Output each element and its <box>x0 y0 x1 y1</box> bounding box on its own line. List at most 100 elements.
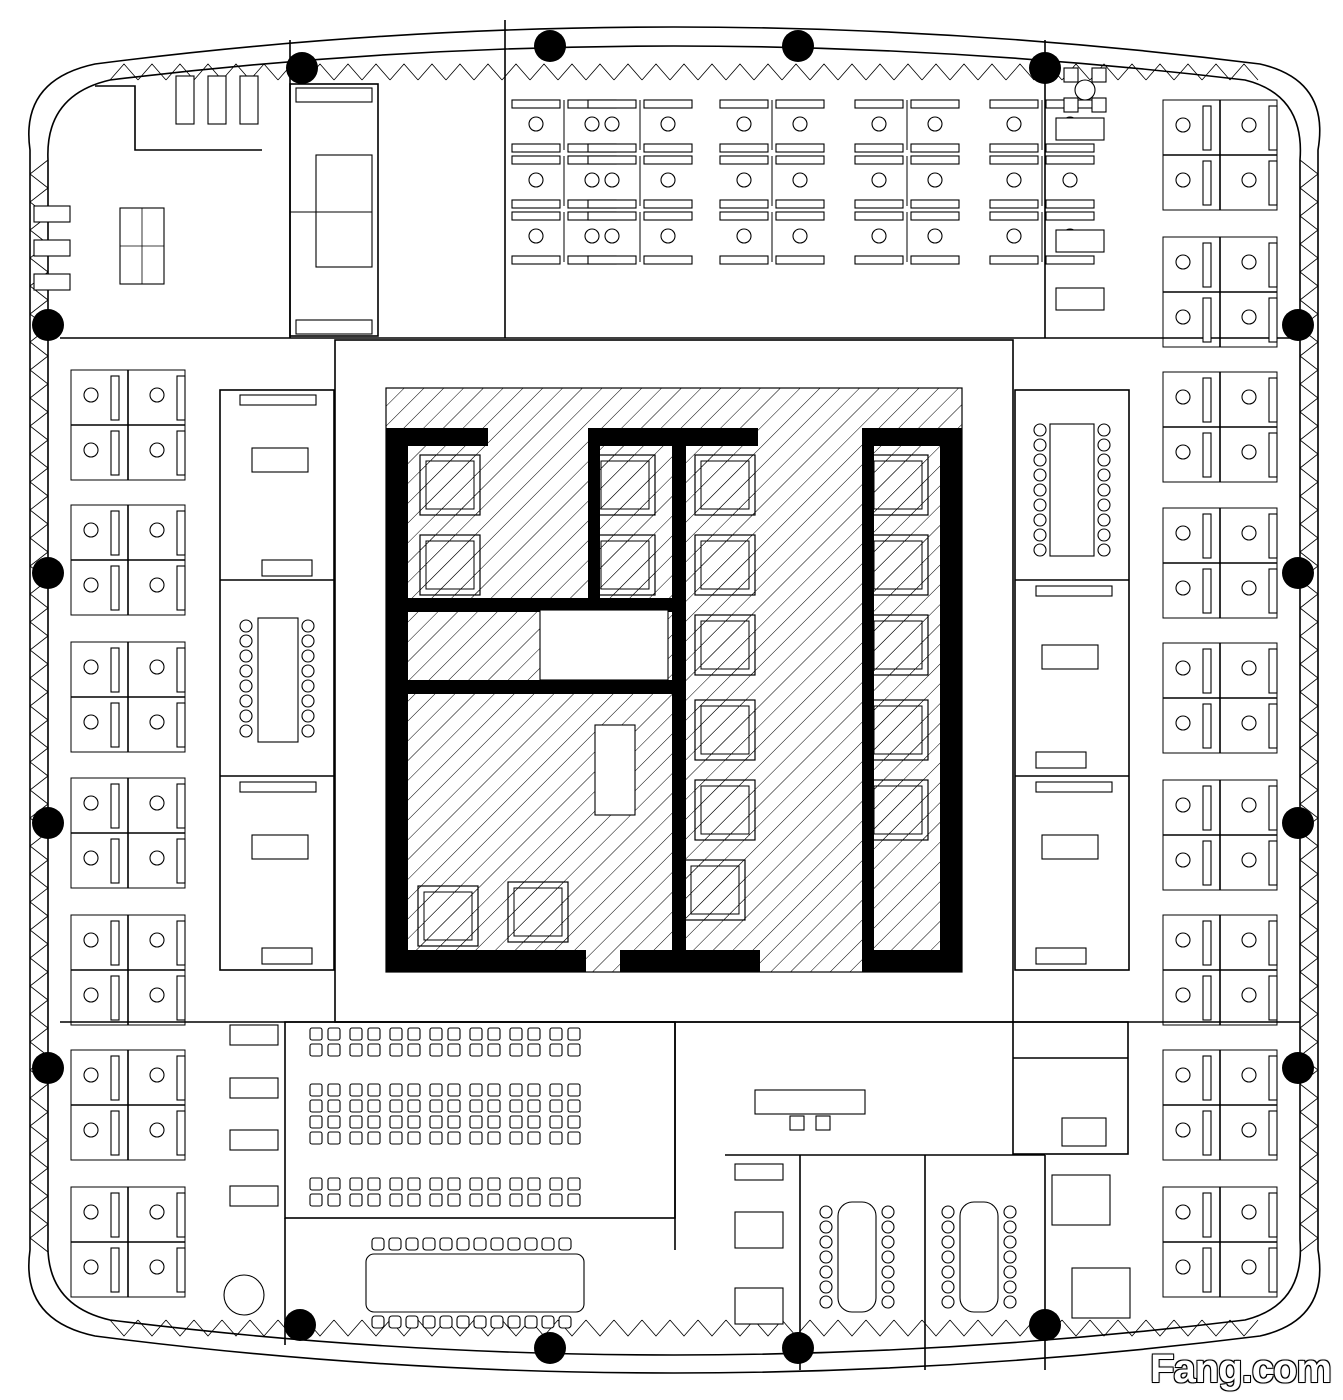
elevator <box>417 885 479 947</box>
chair <box>1033 483 1047 497</box>
chair <box>881 1265 895 1279</box>
seat <box>367 1083 381 1097</box>
chair <box>1097 438 1111 452</box>
seat <box>549 1131 563 1145</box>
seat <box>429 1131 443 1145</box>
seat <box>487 1193 501 1207</box>
elevator <box>594 534 656 596</box>
chair <box>541 1315 555 1329</box>
workstation-block <box>70 914 186 1026</box>
chair <box>1097 498 1111 512</box>
seat <box>407 1083 421 1097</box>
chair <box>941 1280 955 1294</box>
chair <box>473 1237 487 1251</box>
seat <box>367 1193 381 1207</box>
seat <box>487 1083 501 1097</box>
chair <box>456 1237 470 1251</box>
seat <box>309 1115 323 1129</box>
seat <box>349 1083 363 1097</box>
seat <box>367 1027 381 1041</box>
seat <box>567 1043 581 1057</box>
seat <box>429 1193 443 1207</box>
seat <box>509 1043 523 1057</box>
seat <box>349 1115 363 1129</box>
workstation-block <box>1162 1049 1278 1161</box>
seat <box>527 1083 541 1097</box>
seat <box>447 1177 461 1191</box>
seat <box>487 1177 501 1191</box>
chair <box>239 619 253 633</box>
seat <box>567 1027 581 1041</box>
seat <box>349 1027 363 1041</box>
seat <box>469 1099 483 1113</box>
seat <box>309 1131 323 1145</box>
chair <box>819 1250 833 1264</box>
workstation-block <box>1162 236 1278 348</box>
chair <box>1003 1265 1017 1279</box>
elevator <box>684 859 746 921</box>
seat <box>367 1099 381 1113</box>
seat <box>389 1027 403 1041</box>
seat <box>407 1099 421 1113</box>
chair <box>881 1295 895 1309</box>
workstation-block <box>70 641 186 753</box>
elevator <box>694 614 756 676</box>
elevator <box>419 534 481 596</box>
chair <box>1003 1220 1017 1234</box>
workstation-block <box>70 1186 186 1298</box>
chair <box>405 1237 419 1251</box>
seat <box>429 1115 443 1129</box>
seat <box>527 1177 541 1191</box>
watermark-logo: Fang.com <box>1150 1347 1332 1391</box>
seat <box>349 1099 363 1113</box>
chair <box>439 1315 453 1329</box>
seat <box>309 1099 323 1113</box>
chair <box>371 1237 385 1251</box>
workstation-block <box>70 504 186 616</box>
seat <box>487 1115 501 1129</box>
seat <box>469 1043 483 1057</box>
workstation-block <box>70 777 186 889</box>
chair <box>819 1235 833 1249</box>
seat <box>469 1177 483 1191</box>
chair <box>301 634 315 648</box>
seat <box>509 1115 523 1129</box>
seat <box>567 1099 581 1113</box>
chair <box>239 634 253 648</box>
seat <box>469 1115 483 1129</box>
meeting-chairs <box>239 619 315 738</box>
column <box>1282 1052 1314 1084</box>
chair <box>239 664 253 678</box>
stairwell <box>539 609 669 816</box>
elevator <box>867 699 929 761</box>
elevator <box>867 534 929 596</box>
column <box>284 1309 316 1341</box>
chair <box>881 1235 895 1249</box>
workstation-block <box>1162 1186 1278 1298</box>
seat <box>527 1193 541 1207</box>
seat <box>487 1099 501 1113</box>
chair <box>422 1315 436 1329</box>
seat <box>549 1099 563 1113</box>
seat <box>389 1177 403 1191</box>
seat <box>487 1027 501 1041</box>
seat <box>447 1083 461 1097</box>
reception <box>725 1089 1046 1370</box>
seat <box>309 1027 323 1041</box>
seat <box>567 1177 581 1191</box>
chair <box>301 679 315 693</box>
chair <box>1097 513 1111 527</box>
seat <box>509 1027 523 1041</box>
workstation <box>854 99 960 153</box>
elevator <box>867 614 929 676</box>
seat <box>407 1027 421 1041</box>
chair <box>1003 1280 1017 1294</box>
left-offices <box>219 389 335 971</box>
chair <box>1033 543 1047 557</box>
elevator <box>867 454 929 516</box>
seat <box>407 1115 421 1129</box>
chair <box>941 1265 955 1279</box>
seat <box>349 1193 363 1207</box>
chair <box>301 664 315 678</box>
chair <box>941 1205 955 1219</box>
